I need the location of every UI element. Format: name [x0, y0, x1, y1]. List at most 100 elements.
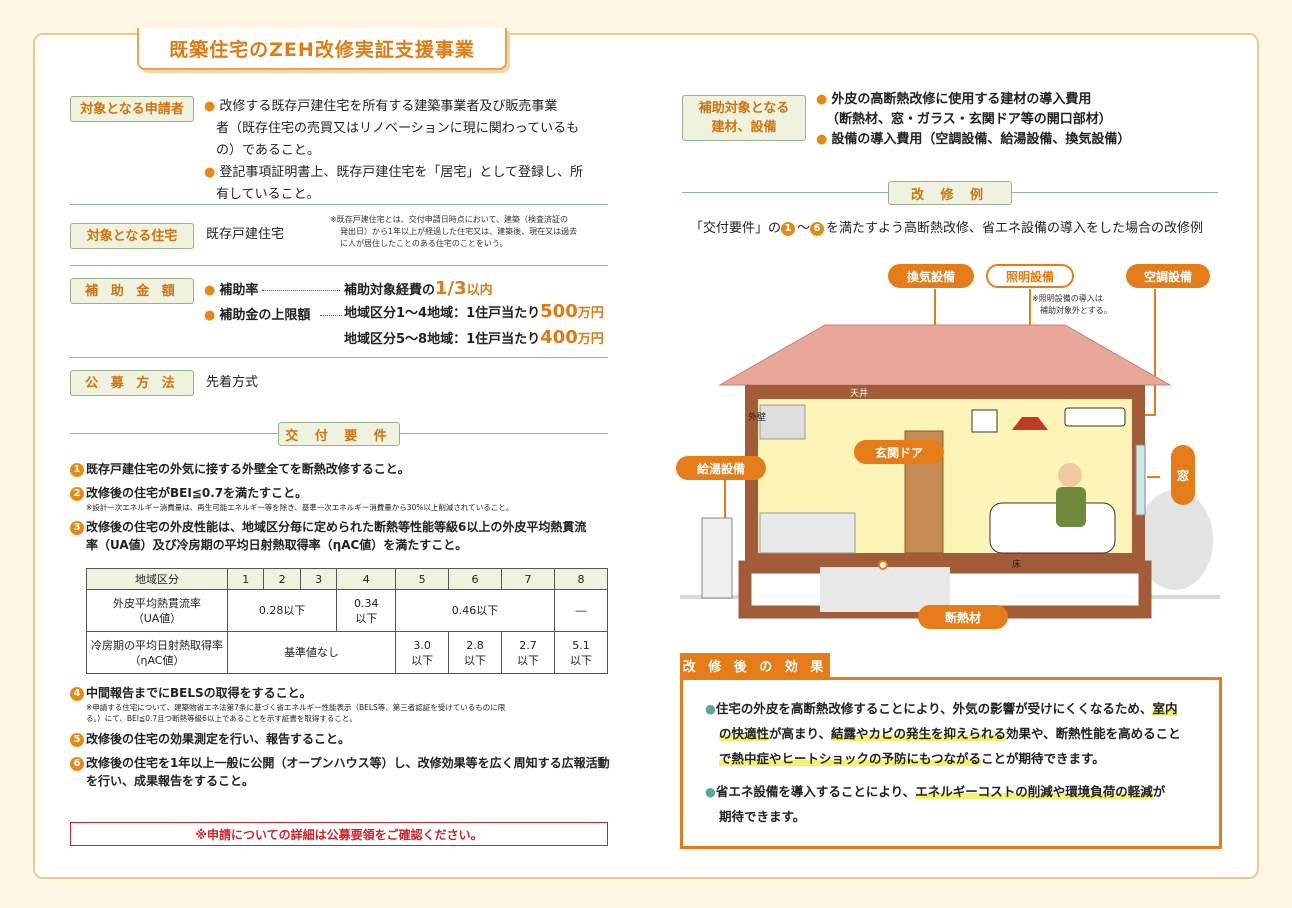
subsidy-rate-row: ●補助率 — [204, 280, 258, 302]
req-4: 中間報告までにBELSの取得をすること。 — [86, 686, 312, 700]
materials-label-l1: 補助対象となる — [698, 101, 790, 116]
th-8: 8 — [553, 568, 609, 590]
leader-dots — [262, 290, 340, 291]
cap1-pre: 地域区分1～4地域：1住戸当たり — [344, 306, 541, 321]
person-head — [1058, 463, 1082, 487]
row2-v8-unit: 以下 — [569, 653, 592, 667]
subsidy-label: 補 助 金 額 — [70, 278, 194, 304]
bullet-icon: ● — [204, 283, 216, 298]
cap1-unit: 万円 — [577, 306, 604, 321]
caption-post: を満たすよう高断熱改修、省エネ設備の導入をした場合の改修例 — [826, 221, 1204, 236]
kitchen-counter — [759, 512, 856, 554]
housing-label: 対象となる住宅 — [70, 223, 194, 249]
lighting-note-l2: 補助対象外とする。 — [1040, 306, 1112, 315]
effects-p1-l2-hl2: 結露やカビの発生を抑えられる — [831, 726, 1007, 741]
effects-p1-l3-hl: で熱中症やヒートショックの予防にもつながる — [719, 751, 982, 766]
effects-p1-l2-mid: が高まり、 — [769, 726, 832, 741]
row2-label-l2: （ηAC値） — [129, 653, 185, 667]
materials-label-l2: 建材、設備 — [711, 120, 777, 135]
row2-label: 冷房期の平均日射熱取得率（ηAC値） — [86, 631, 228, 674]
cap2-pre: 地域区分5～8地域：1住戸当たり — [344, 332, 541, 347]
applicant-b1-l1: 改修する既存戸建住宅を所有する建築事業者及び販売事業 — [219, 99, 558, 114]
req-6-l1: 改修後の住宅を1年以上一般に公開（オープンハウス等）し、改修効果等を広く周知する… — [86, 756, 610, 770]
subsidy-cap-label: 補助金の上限額 — [219, 308, 311, 323]
number-6-icon: 6 — [810, 222, 825, 236]
foundation-void — [820, 567, 950, 612]
bullet-icon: ● — [204, 308, 216, 323]
effects-p1-l2-hl1: の快適性 — [719, 726, 770, 741]
row1-label-l1: 外皮平均熱貫流率 — [113, 596, 201, 610]
cap2-big: 400 — [540, 327, 578, 348]
req-2-note: ※設計一次エネルギー消費量は、再生可能エネルギー等を除き、基準一次エネルギー消費… — [86, 503, 514, 512]
row1-label: 外皮平均熱貫流率（UA値） — [86, 589, 228, 632]
tag-water-heater: 給湯設備 — [676, 456, 766, 480]
applicant-b1-l3: の）であること。 — [216, 143, 320, 158]
row1-label-l2: （UA値） — [132, 611, 182, 625]
effects-p1-l1-hl: 室内 — [1152, 701, 1178, 716]
effects-section-title: 改 修 後 の 効 果 — [680, 653, 830, 678]
tag-door: 玄関ドア — [854, 440, 944, 464]
applicant-b2-l1: 登記事項証明書上、既存戸建住宅を「居宅」として登録し、所 — [219, 165, 583, 180]
materials-b1-l1: 外皮の高断熱改修に使用する建材の導入費用 — [831, 92, 1092, 107]
row2-v6-num: 2.8 — [466, 638, 484, 652]
req-4-note-l1: ※申請する住宅について、建築物省エネ法第7条に基づく省エネルギー性能表示（BEL… — [86, 703, 506, 712]
air-conditioner — [1064, 407, 1126, 427]
row1-d: ― — [553, 589, 609, 632]
req-2: 改修後の住宅がBEI≦0.7を満たすこと。 — [86, 486, 308, 500]
range-hood — [759, 404, 806, 440]
subsidy-cap-row: ●補助金の上限額 — [204, 305, 310, 327]
effects-p1-l2-post: 効果や、断熱性能を高めること — [1006, 726, 1181, 741]
number-1-icon: 1 — [70, 463, 84, 477]
row2-v8-num: 5.1 — [572, 638, 590, 652]
applicant-b2-l2: 有していること。 — [216, 187, 320, 202]
req-6-l2: を行い、成果報告をすること。 — [86, 774, 255, 788]
applicant-b1-l2: 者（既存住宅の売買又はリノベーションに現に関わっているも — [216, 121, 580, 136]
req-1: 既存戸建住宅の外気に接する外壁全てを断熱改修すること。 — [86, 462, 410, 476]
housing-value: 既存戸建住宅 — [206, 227, 285, 242]
bullet-icon: ● — [816, 132, 828, 147]
method-value: 先着方式 — [206, 375, 259, 390]
row1-b-l2: 以下 — [355, 611, 378, 625]
effects-box — [680, 677, 1222, 849]
lighting-note: ※照明設備の導入は 補助対象外とする。 — [1032, 293, 1112, 317]
tag-aircon: 空調設備 — [1126, 264, 1210, 288]
materials-b2: 設備の導入費用（空調設備、給湯設備、換気設備） — [831, 132, 1131, 147]
materials-b1-l2: （断熱材、窓・ガラス・玄関ドア等の開口部材） — [826, 112, 1112, 127]
divider — [70, 204, 608, 205]
ventilation-unit — [971, 409, 998, 433]
tag-ventilation: 換気設備 — [888, 264, 974, 288]
number-5-icon: 5 — [70, 733, 84, 747]
row2-v5-num: 3.0 — [413, 638, 431, 652]
ceiling-label: 天井 — [850, 387, 868, 399]
window — [1135, 444, 1146, 516]
effects-text: ●住宅の外皮を高断熱改修することにより、外気の影響が受けにくくなるため、室内 の… — [705, 696, 1210, 829]
divider — [70, 265, 608, 266]
sofa — [989, 502, 1116, 554]
effects-p1-l3-post: ことが期待できます。 — [981, 751, 1105, 766]
req-3-l2: 率（UA値）及び冷房期の平均日射熱取得率（ηAC値）を満たすこと。 — [86, 538, 468, 552]
roof — [718, 324, 1172, 386]
requirements-table: 地域区分 1 2 3 4 5 6 7 8 外皮平均熱貫流率（UA値） 0.28以… — [86, 568, 609, 674]
number-3-icon: 3 — [70, 521, 84, 535]
materials-text: ● 外皮の高断熱改修に使用する建材の導入費用 （断熱材、窓・ガラス・玄関ドア等の開… — [816, 90, 1216, 150]
th-1: 1 — [226, 568, 265, 590]
tag-lighting: 照明設備 — [986, 264, 1074, 288]
tag-insulation: 断熱材 — [918, 605, 1008, 629]
materials-label: 補助対象となる建材、設備 — [682, 95, 806, 141]
teal-bullet-icon: ● — [705, 784, 716, 799]
th-4: 4 — [336, 568, 397, 590]
housing-note-l2: 発出日）から1年以上が経過した住宅又は、建築後、現在又は過去 — [340, 227, 578, 236]
bullet-icon: ● — [204, 99, 216, 114]
number-2-icon: 2 — [70, 487, 84, 501]
rate-post: 以内 — [466, 283, 493, 298]
th-region: 地域区分 — [86, 568, 228, 590]
caption-mid: ～ — [797, 221, 811, 236]
cap2-unit: 万円 — [577, 332, 604, 347]
tree — [1137, 490, 1213, 590]
teal-bullet-icon: ● — [705, 701, 716, 716]
req-4-note-l2: る。）にて、BEI≦0.7且つ断熱等級6以上であることを示す証書を取得すること。 — [86, 714, 357, 723]
